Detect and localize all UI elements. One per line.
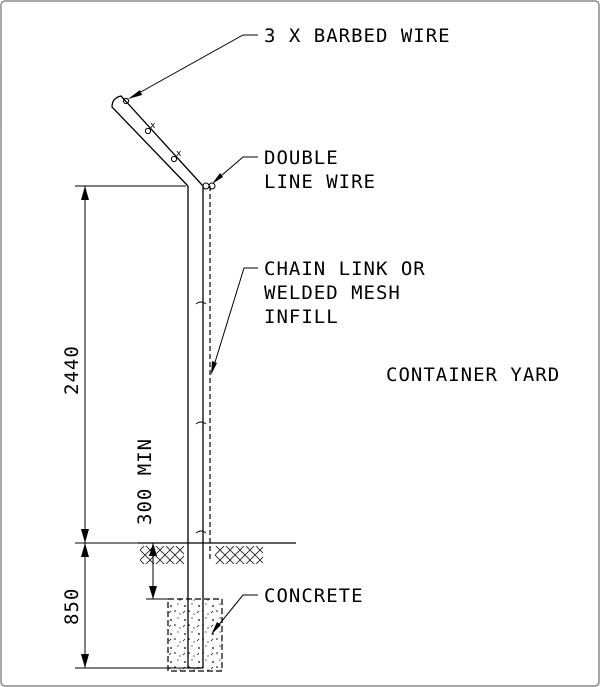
dimension-300-min	[146, 543, 168, 600]
dimension-2440	[75, 185, 186, 544]
label-concrete: CONCRETE	[264, 585, 364, 607]
label-infill-3: INFILL	[264, 306, 339, 328]
ground	[138, 542, 296, 564]
label-double-line-wire-1: DOUBLE	[264, 147, 339, 169]
fence-post	[187, 186, 204, 669]
label-infill-1: CHAIN LINK OR	[264, 258, 426, 280]
label-container-yard: CONTAINER YARD	[386, 364, 560, 386]
mesh-infill	[195, 182, 216, 560]
leader-lines	[128, 34, 258, 635]
dimension-text-850: 850	[61, 588, 83, 625]
label-infill-2: WELDED MESH	[264, 282, 401, 304]
concrete-footing	[167, 598, 223, 672]
dimension-text-2440: 2440	[61, 345, 83, 395]
dimension-850	[75, 543, 188, 669]
dimension-text-300-min: 300 MIN	[134, 438, 156, 525]
svg-text:x: x	[150, 121, 156, 131]
label-barbed-wire: 3 X BARBED WIRE	[264, 25, 451, 47]
cranked-arm: x x	[111, 95, 204, 187]
svg-text:x: x	[176, 149, 182, 159]
label-double-line-wire-2: LINE WIRE	[264, 171, 376, 193]
